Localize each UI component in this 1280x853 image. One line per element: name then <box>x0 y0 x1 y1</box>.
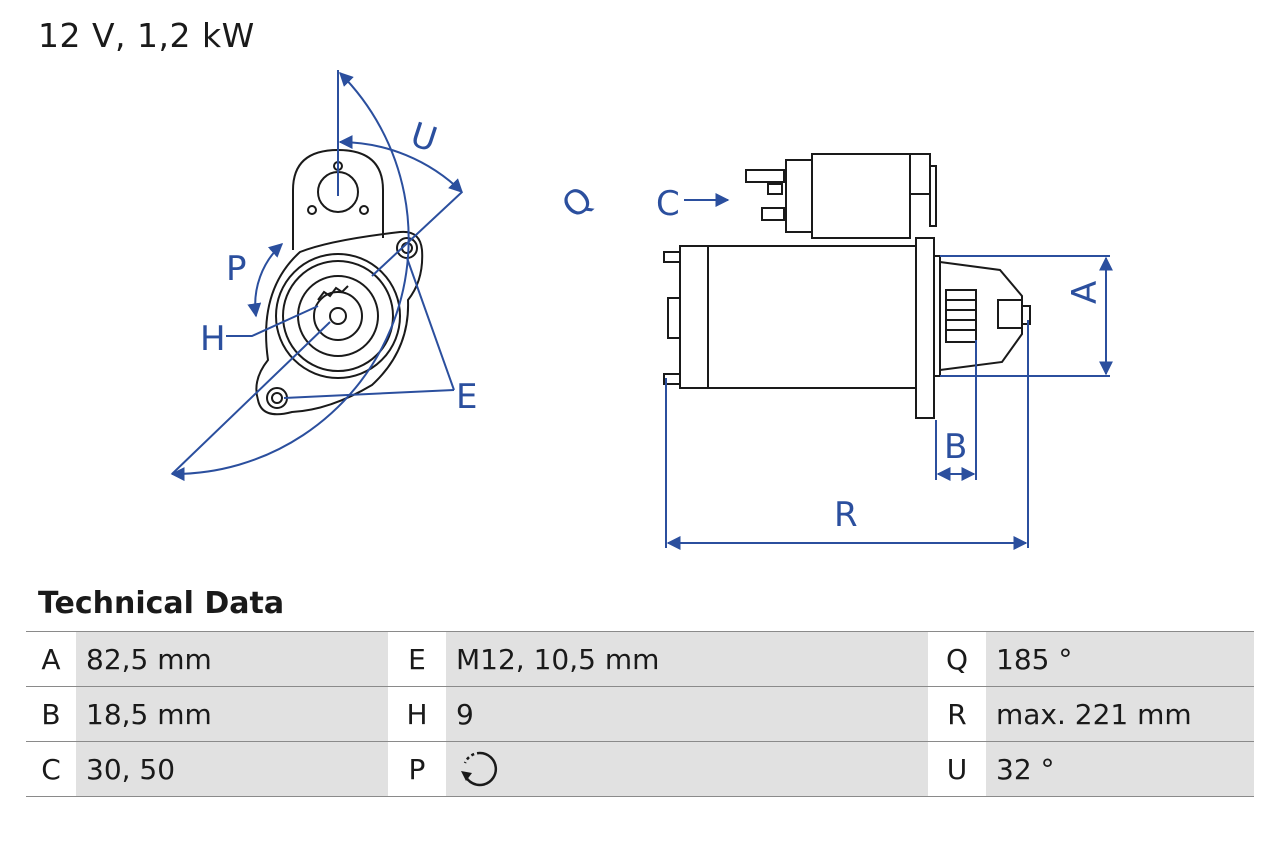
spec-key: A <box>26 631 76 687</box>
side-view-labels: C A B R <box>656 184 1105 535</box>
spec-value: M12, 10,5 mm <box>446 631 928 687</box>
side-view-dimensions <box>665 193 1113 550</box>
table-row: C 30, 50 P U 32 ° <box>26 741 1254 797</box>
spec-value: 9 <box>446 686 928 742</box>
spec-value: 30, 50 <box>76 741 388 797</box>
spec-value: 32 ° <box>986 741 1254 797</box>
spec-key: R <box>928 686 986 742</box>
label-c: C <box>656 184 680 224</box>
starter-motor-drawing: U Q P H E <box>170 70 1113 550</box>
table-row: B 18,5 mm H 9 R max. 221 mm <box>26 686 1254 742</box>
front-view-dimensions <box>170 70 464 482</box>
technical-data-table: A 82,5 mm E M12, 10,5 mm Q 185 ° B 18,5 … <box>26 631 1254 797</box>
label-u: U <box>406 115 442 161</box>
spec-key: P <box>388 741 446 797</box>
label-e: E <box>456 377 477 417</box>
spec-key: B <box>26 686 76 742</box>
rotation-direction-icon <box>461 751 498 787</box>
spec-value: 82,5 mm <box>76 631 388 687</box>
spec-value: 18,5 mm <box>76 686 388 742</box>
label-p: P <box>226 249 247 289</box>
spec-key: E <box>388 631 446 687</box>
side-view <box>663 153 1031 419</box>
technical-data-title: Technical Data <box>38 586 285 621</box>
label-b: B <box>944 427 967 467</box>
spec-key: C <box>26 741 76 797</box>
spec-value: 185 ° <box>986 631 1254 687</box>
spec-key: Q <box>928 631 986 687</box>
label-a: A <box>1065 281 1105 304</box>
table-row: A 82,5 mm E M12, 10,5 mm Q 185 ° <box>26 631 1254 687</box>
spec-value <box>446 741 928 797</box>
page-title: 12 V, 1,2 kW <box>38 16 255 55</box>
spec-key: H <box>388 686 446 742</box>
front-view <box>255 148 424 416</box>
spec-value: max. 221 mm <box>986 686 1254 742</box>
spec-key: U <box>928 741 986 797</box>
label-q: Q <box>555 179 601 227</box>
label-r: R <box>834 495 858 535</box>
label-h: H <box>200 319 226 359</box>
